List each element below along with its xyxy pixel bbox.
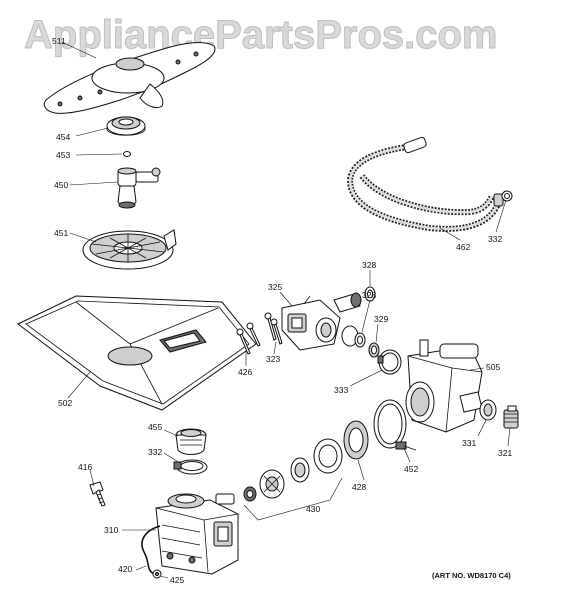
- label-329: 329: [374, 314, 388, 324]
- o-ring-453[interactable]: [123, 151, 131, 157]
- screws-426[interactable]: [236, 322, 261, 355]
- large-clamp-452[interactable]: [373, 399, 417, 451]
- label-453: 453: [56, 150, 70, 160]
- drain-fitting-321[interactable]: [503, 405, 519, 429]
- label-455: 455: [148, 422, 162, 432]
- label-428: 428: [352, 482, 366, 492]
- label-426: 426: [238, 367, 252, 377]
- label-332-left: 332: [148, 447, 162, 457]
- watermark-text: AppliancePartsPros.com: [24, 13, 498, 57]
- label-332-right: 332: [488, 234, 502, 244]
- gasket-328-lower[interactable]: [354, 332, 366, 348]
- grommet-425[interactable]: [152, 569, 162, 579]
- label-310: 310: [104, 525, 118, 535]
- hose-clamp-332-right[interactable]: [501, 190, 513, 202]
- label-333: 333: [334, 385, 348, 395]
- label-331: 331: [462, 438, 476, 448]
- label-425: 425: [170, 575, 184, 585]
- label-328-lower: 328: [362, 290, 376, 300]
- label-323: 323: [266, 354, 280, 364]
- drain-hose-462[interactable]: [346, 136, 504, 232]
- screw-416[interactable]: [89, 481, 106, 507]
- upper-spray-arm-511[interactable]: [43, 42, 216, 114]
- part-labels: 511 454 453 450 451 502 455 332 416 310 …: [52, 36, 512, 585]
- label-451: 451: [54, 228, 68, 238]
- impeller-kit-430[interactable]: [243, 438, 343, 521]
- drain-filter-455[interactable]: [175, 428, 207, 455]
- label-505: 505: [486, 362, 500, 372]
- hose-clamp-332-left[interactable]: [173, 459, 208, 475]
- label-321: 321: [498, 448, 512, 458]
- pump-motor-310[interactable]: [155, 493, 239, 575]
- clamp-333[interactable]: [377, 349, 402, 375]
- wire-harness-420[interactable]: [141, 525, 161, 575]
- label-454: 454: [56, 132, 70, 142]
- screws-323[interactable]: [264, 312, 283, 345]
- label-452: 452: [404, 464, 418, 474]
- filter-disk-451[interactable]: [82, 229, 177, 270]
- label-420: 420: [118, 564, 132, 574]
- leader-lines: [61, 41, 511, 579]
- seal-329[interactable]: [368, 342, 380, 358]
- valve-assembly-325[interactable]: [281, 292, 362, 351]
- art-number: (ART NO. WD8170 C4): [432, 571, 511, 580]
- gasket-328-upper[interactable]: [364, 286, 376, 302]
- label-328-upper: 328: [362, 260, 376, 270]
- seal-ring-428[interactable]: [343, 420, 369, 460]
- sump-cover-502[interactable]: [17, 295, 257, 411]
- label-462: 462: [456, 242, 470, 252]
- check-valve-331[interactable]: [479, 399, 497, 421]
- label-502: 502: [58, 398, 72, 408]
- label-325: 325: [268, 282, 282, 292]
- sump-housing-505[interactable]: [405, 339, 483, 433]
- feed-tube-450[interactable]: [117, 167, 161, 209]
- label-430: 430: [306, 504, 320, 514]
- label-416: 416: [78, 462, 92, 472]
- label-511: 511: [52, 36, 66, 46]
- label-450: 450: [54, 180, 68, 190]
- bearing-ring-454[interactable]: [106, 116, 146, 136]
